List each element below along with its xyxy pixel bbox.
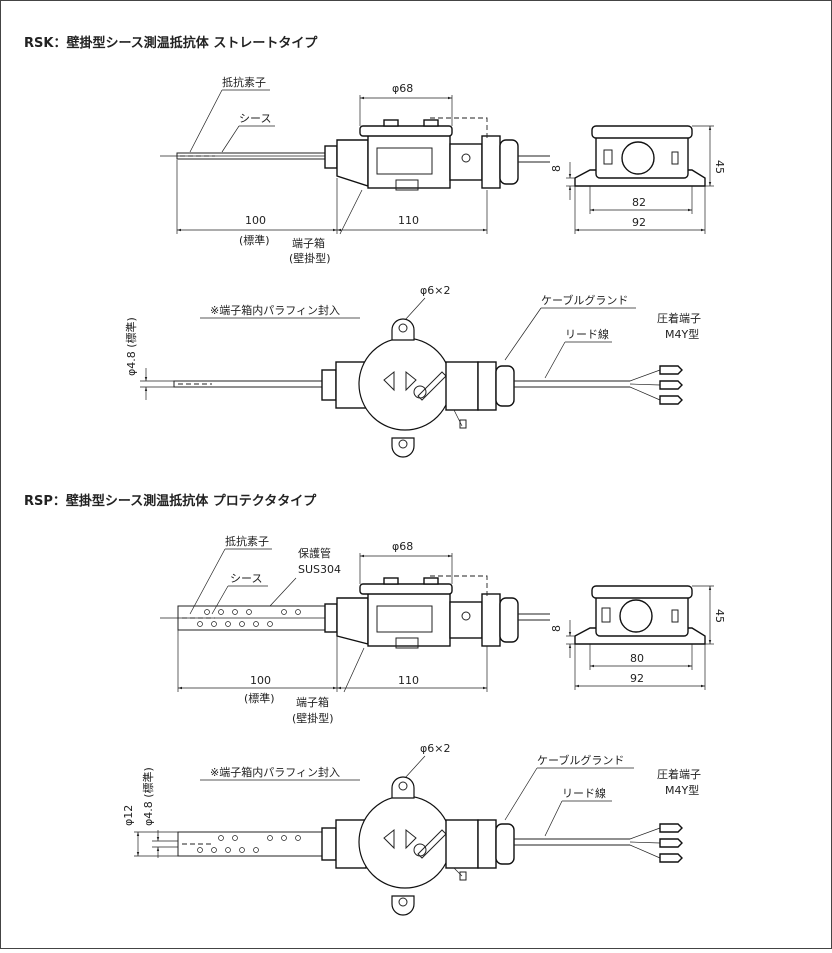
rsp-paraffin-note: ※端子箱内パラフィン封入 (210, 765, 340, 779)
rsk-terminal-type: M4Y型 (665, 327, 699, 341)
rsk-lead-label: リード線 (565, 327, 609, 341)
rsp-top-view: ※端子箱内パラフィン封入 φ6×2 ケーブルグランド リード線 圧着端子 M4Y… (122, 742, 701, 916)
rsk-end-width-outer: 92 (632, 216, 646, 229)
rsp-length-sheath-note: (標準) (244, 691, 275, 705)
rsp-length-box: 110 (398, 674, 419, 687)
rsk-terminal-label: 圧着端子 (657, 311, 701, 325)
rsp-end-width-outer: 92 (630, 672, 644, 685)
rsp-gland-label: ケーブルグランド (537, 753, 624, 767)
rsp-side-view: φ68 抵抗素子 シース 保護管 SUS304 100 (標準) 110 端子箱… (160, 534, 550, 725)
rsp-mount-holes: φ6×2 (420, 742, 450, 755)
rsp-box-label: 端子箱 (296, 695, 329, 709)
rsk-end-base: 8 (550, 165, 563, 172)
rsk-box-label: 端子箱 (292, 236, 325, 250)
rsk-title: RSK：壁掛型シース測温抵抗体 ストレートタイプ (24, 35, 318, 51)
rsk-length-sheath: 100 (245, 214, 266, 227)
rsp-terminal-label: 圧着端子 (657, 767, 701, 781)
rsk-box-diameter: φ68 (392, 82, 413, 95)
rsp-length-sheath: 100 (250, 674, 271, 687)
rsk-end-width-inner: 82 (632, 196, 646, 209)
rsk-gland-label: ケーブルグランド (541, 293, 628, 307)
rsk-paraffin-note: ※端子箱内パラフィン封入 (210, 303, 340, 317)
rsk-length-box: 110 (398, 214, 419, 227)
rsk-mount-holes: φ6×2 (420, 284, 450, 297)
rsk-top-view: ※端子箱内パラフィン封入 φ6×2 ケーブルグランド リード線 圧着端子 M4Y… (124, 284, 701, 458)
rsp-element-label: 抵抗素子 (225, 534, 269, 548)
rsp-sheath-label: シース (230, 572, 262, 585)
rsp-terminal-type: M4Y型 (665, 783, 699, 797)
rsp-top-tube-holes (197, 835, 301, 853)
rsp-tube-label: 保護管 (298, 546, 331, 560)
rsp-title: RSP：壁掛型シース測温抵抗体 プロテクタタイプ (24, 493, 317, 509)
rsk-end-height: 45 (713, 160, 726, 174)
rsp-lead-label: リード線 (562, 786, 606, 800)
rsp-end-height: 45 (713, 609, 726, 623)
rsk-length-sheath-note: (標準) (239, 233, 270, 247)
rsk-box-label-note: (壁掛型) (289, 251, 331, 265)
rsp-tube-holes (197, 609, 301, 627)
rsk-sheath-label: シース (239, 112, 271, 125)
rsk-element-label: 抵抗素子 (222, 75, 266, 89)
rsp-end-view: 45 8 80 92 (550, 585, 726, 690)
rsp-sheath-diameter: φ4.8 (標準) (141, 767, 155, 826)
rsk-sheath-diameter: φ4.8 (標準) (124, 317, 138, 376)
rsp-box-diameter: φ68 (392, 540, 413, 553)
rsp-end-width-inner: 80 (630, 652, 644, 665)
rsk-side-view: φ68 抵抗素子 シース 100 (標準) 110 端子箱 (壁掛型) (160, 75, 550, 265)
rsp-tube-diameter: φ12 (122, 805, 135, 826)
rsp-tube-material: SUS304 (298, 563, 341, 576)
rsp-box-label-note: (壁掛型) (292, 711, 334, 725)
rsp-end-base: 8 (550, 625, 563, 632)
rsk-end-view: 45 8 82 92 (550, 125, 726, 234)
